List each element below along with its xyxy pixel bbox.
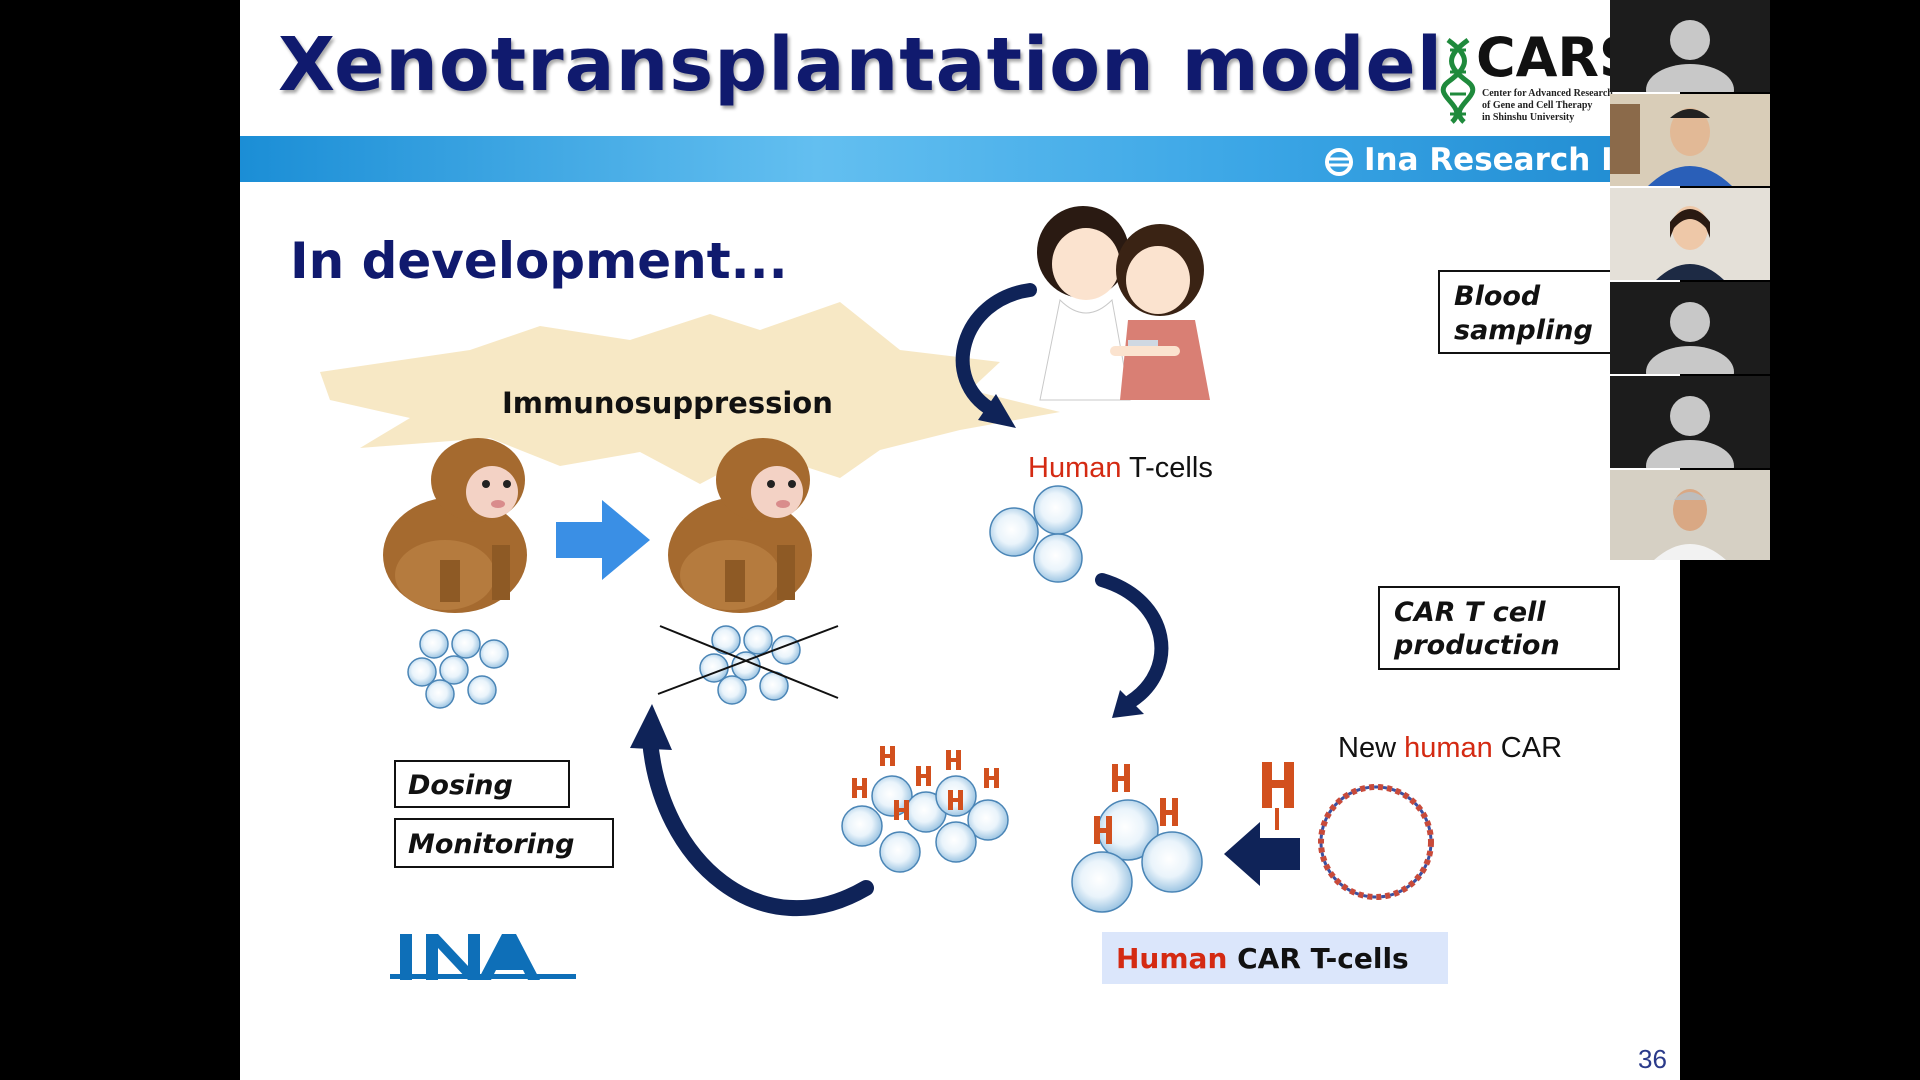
dosing-label-box: Dosing [394, 760, 570, 808]
human-t-cell-cluster [989, 485, 1083, 583]
cars-logo-line1: Center for Advanced Research [1482, 88, 1613, 99]
curved-arrow-dosing [642, 732, 874, 916]
car-receptor-marks-medium [1094, 764, 1178, 844]
car-t-cells-text: CAR T-cells [1227, 942, 1409, 975]
car-t-cell-cluster-dosing [841, 775, 1009, 873]
header-banner [240, 136, 1680, 182]
ina-logo-icon [390, 934, 576, 980]
new-human-car-label: New human CAR [1338, 732, 1562, 765]
participant-tile-6[interactable] [1610, 470, 1770, 560]
human-highlight: Human [1028, 452, 1122, 484]
new-text: New [1338, 732, 1405, 764]
t-cells-text: T-cells [1121, 452, 1213, 484]
avatar-placeholder-icon [1646, 396, 1734, 468]
slide-page-number: 36 [1638, 1044, 1667, 1074]
monitoring-label: Monitoring [408, 829, 575, 860]
car-receptor-large-icon [1262, 762, 1294, 830]
car-production-line1: CAR T cell [1394, 597, 1546, 628]
car-receptor-marks-small [852, 746, 999, 820]
participant-tile-1[interactable] [1610, 0, 1770, 92]
cars-dna-logo-icon [1440, 37, 1476, 124]
human-car-t-cell-cluster [1071, 799, 1203, 913]
human-car-t-cells-label: Human CAR T-cells [1116, 942, 1409, 975]
right-arrow-icon [556, 500, 650, 580]
cars-logo-line3: in Shinshu University [1482, 112, 1575, 123]
blood-sampling-line2: sampling [1454, 315, 1593, 346]
car-production-line2: production [1394, 630, 1560, 661]
human-highlight: human [1404, 732, 1493, 764]
participant-tile-2[interactable] [1610, 94, 1770, 186]
diagram-artwork [320, 206, 1448, 984]
participant-tile-4[interactable] [1610, 282, 1770, 374]
ina-research-globe-icon [1325, 148, 1353, 176]
monkey-illustration-after [668, 438, 812, 613]
human-t-cells-label: Human T-cells [1028, 452, 1213, 485]
blood-sampling-illustration [1037, 206, 1210, 401]
avatar-placeholder-icon [1646, 302, 1734, 374]
cross-out-line [659, 625, 839, 699]
participant-video-icon [1610, 94, 1770, 186]
immunosuppression-label: Immunosuppression [502, 386, 833, 420]
dosing-label: Dosing [408, 770, 513, 801]
curved-arrow-sampling [955, 283, 1037, 417]
presentation-slide: Xenotransplantation model CARS Center fo… [240, 0, 1680, 1080]
slide-subtitle: In development... [290, 232, 788, 290]
curved-arrow-production [1095, 573, 1169, 709]
monitoring-label-box: Monitoring [394, 818, 614, 868]
cars-logo-line2: of Gene and Cell Therapy [1482, 100, 1593, 111]
avatar-placeholder-icon [1646, 20, 1734, 92]
left-arrow-icon [1224, 822, 1300, 886]
car-text: CAR [1492, 732, 1563, 764]
slide-title: Xenotransplantation model [278, 22, 1444, 108]
cross-out-line [657, 625, 839, 695]
blood-sampling-line1: Blood [1454, 281, 1541, 312]
monkey-illustration-before [383, 438, 527, 613]
car-plasmid-icon [1318, 784, 1434, 900]
participant-tile-5[interactable] [1610, 376, 1770, 468]
human-highlight: Human [1116, 942, 1228, 975]
ina-research-banner-text: Ina Research In [1364, 142, 1635, 178]
participant-video-icon [1610, 470, 1770, 560]
depleted-cell-cluster [699, 625, 801, 705]
participant-video-icon [1610, 188, 1770, 280]
car-t-cell-production-box: CAR T cell production [1378, 586, 1620, 670]
car-t-cell-label-background [1102, 932, 1448, 984]
monkey-cell-cluster [407, 629, 509, 709]
immunosuppression-burst-shape [320, 302, 1060, 484]
participant-tile-3[interactable] [1610, 188, 1770, 280]
